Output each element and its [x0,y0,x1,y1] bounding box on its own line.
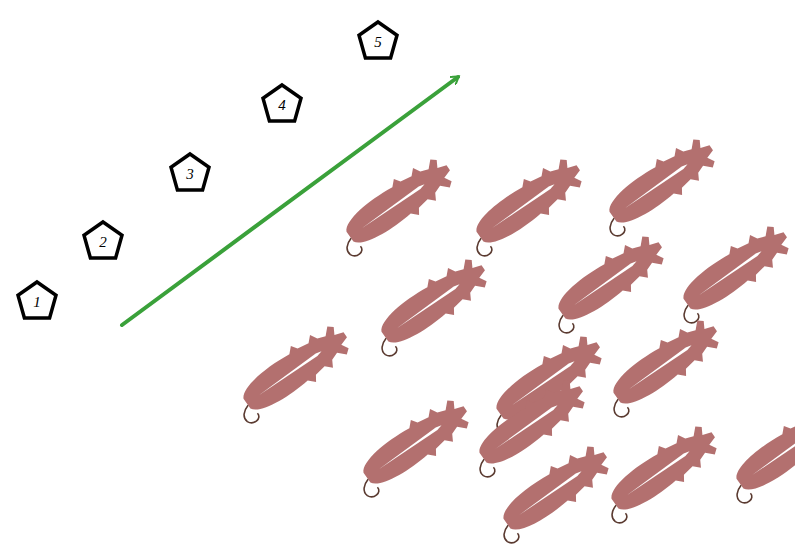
pentagon-marker: 3 [169,152,211,192]
cow-figure [596,311,728,422]
callout-number: 1 [33,290,41,310]
cattle [226,130,795,544]
pentagon-marker: 5 [357,20,399,60]
cow-figure [486,437,618,544]
callout-number: 4 [278,93,286,113]
cow-figure [541,227,673,338]
cow-figure [226,317,358,428]
cow-figure [364,250,496,361]
pentagon-marker: 2 [82,220,124,260]
cow-figure [459,150,591,261]
cow-figure [329,150,461,261]
cow-figure [592,130,724,241]
cow-figure [666,217,795,328]
pentagon-marker: 4 [261,83,303,123]
cow-figure [346,391,478,502]
direction-arrow [122,77,458,325]
callout-number: 2 [99,230,107,250]
callout-number: 3 [186,162,194,182]
callout-number: 5 [374,30,382,50]
pentagon-marker: 1 [16,280,58,320]
cow-figure [719,397,795,508]
cow-figure [594,417,726,528]
